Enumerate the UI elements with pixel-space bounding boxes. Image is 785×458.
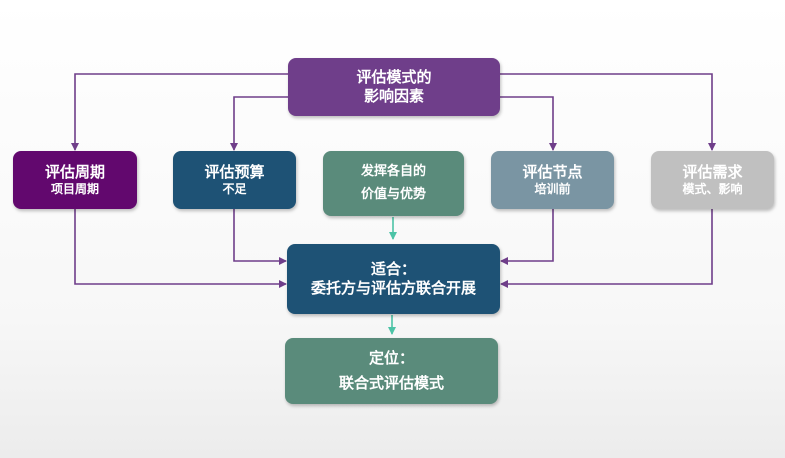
positioning-node: 定位： 联合式评估模式: [285, 338, 498, 404]
arrow-demand-to-middle: [500, 209, 713, 288]
arrow-top-to-budget: [230, 96, 288, 151]
positioning-line2: 联合式评估模式: [338, 374, 444, 392]
suitable-line2: 委托方与评估方联合开展: [310, 279, 476, 297]
factor-demand-title: 评估需求: [682, 163, 743, 182]
influence-factors-node: 评估模式的 影响因素: [288, 58, 500, 116]
factor-evaluation-budget: 评估预算 不足: [173, 151, 296, 209]
arrow-top-to-demand: [500, 73, 716, 151]
factor-value-subtitle: 价值与优势: [360, 186, 426, 202]
arrow-period-to-middle: [74, 209, 287, 288]
positioning-line1: 定位：: [368, 349, 414, 368]
factor-budget-subtitle: 不足: [222, 181, 247, 196]
factor-period-subtitle: 项目周期: [50, 181, 99, 196]
factor-evaluation-period: 评估周期 项目周期: [13, 151, 137, 209]
factor-node-title: 评估节点: [522, 163, 583, 182]
suitable-line1: 适合：: [370, 260, 416, 279]
factor-value-advantage: 发挥各自的 价值与优势: [323, 151, 464, 216]
factor-evaluation-demand: 评估需求 模式、影响: [651, 151, 774, 209]
influence-factors-line1: 评估模式的: [356, 68, 432, 87]
arrow-top-to-period: [71, 73, 288, 151]
factor-demand-subtitle: 模式、影响: [682, 181, 743, 196]
factor-evaluation-node: 评估节点 培训前: [491, 151, 614, 209]
factor-node-subtitle: 培训前: [534, 181, 571, 196]
arrow-budget-to-middle: [233, 209, 287, 265]
factor-value-title: 发挥各自的: [360, 164, 426, 180]
factor-budget-title: 评估预算: [204, 163, 265, 182]
arrow-node-to-middle: [500, 209, 554, 265]
influence-factors-line2: 影响因素: [363, 87, 424, 105]
arrow-top-to-node: [500, 96, 557, 151]
factor-period-title: 评估周期: [44, 163, 105, 182]
suitable-joint-node: 适合： 委托方与评估方联合开展: [287, 244, 500, 314]
